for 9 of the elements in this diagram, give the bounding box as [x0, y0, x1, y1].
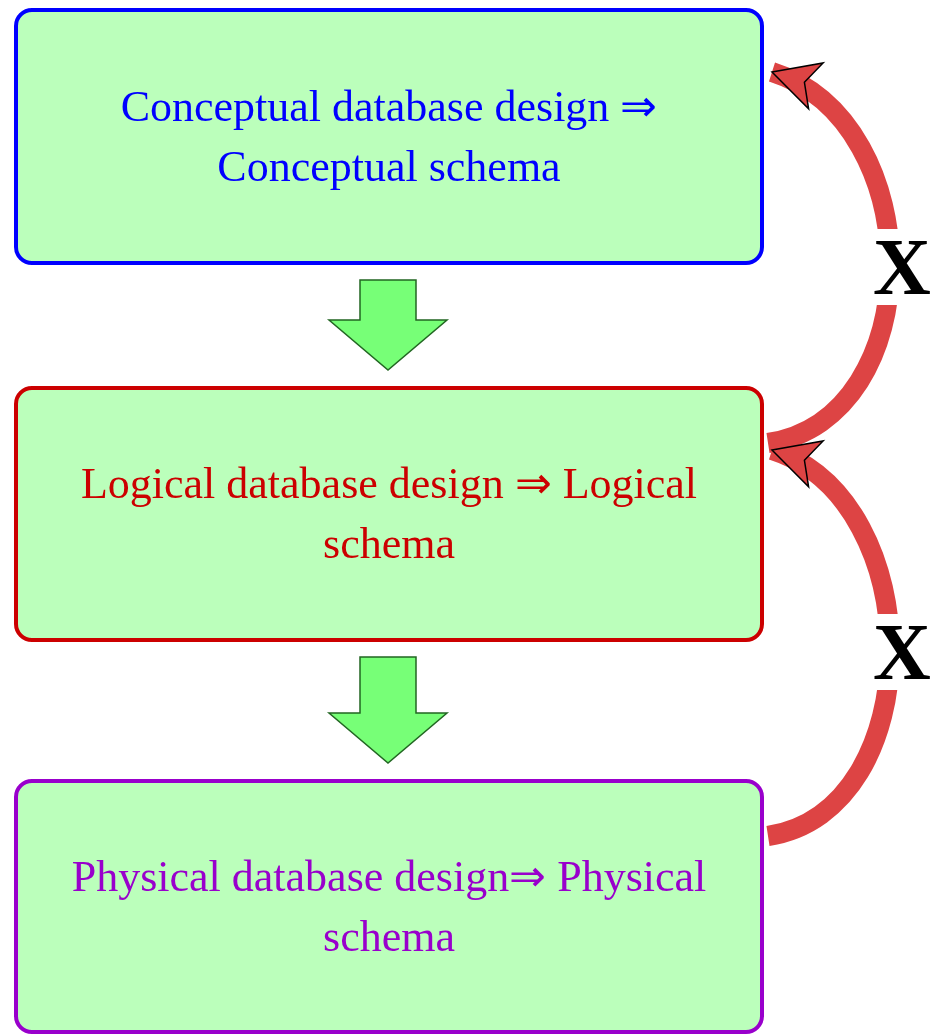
curved-arrow [765, 62, 900, 453]
process-box [14, 386, 764, 642]
process-box [14, 8, 764, 265]
block-arrow [326, 656, 450, 764]
block-arrow [326, 279, 450, 371]
box-text: Conceptual database design ⇒ Conceptual schema [119, 80, 659, 193]
box-text: Logical database design ⇒ Logical schema [79, 458, 699, 570]
box-text: Physical database design⇒ Physical schema [70, 850, 708, 963]
process-box [14, 779, 764, 1034]
